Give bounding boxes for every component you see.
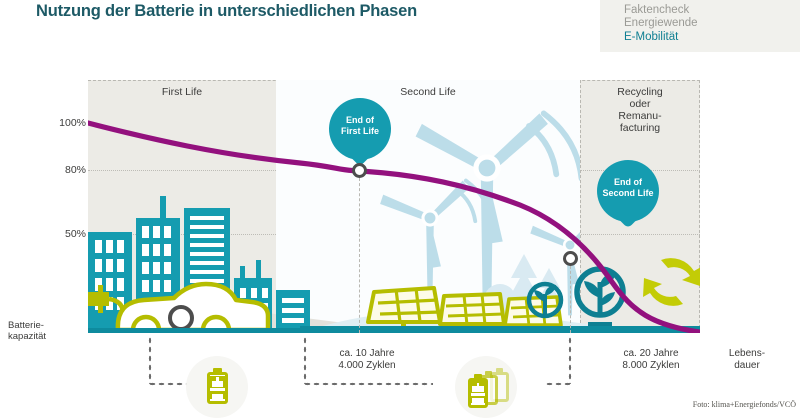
pin-end-of-first-life[interactable]: End of First Life <box>329 98 391 172</box>
pin-bulb <box>597 160 659 222</box>
data-point-end-second-life[interactable] <box>563 251 578 266</box>
minus-horizontal <box>472 398 484 405</box>
dropline-second-life <box>570 266 571 333</box>
x-note-20-line-2: 8.000 Zyklen <box>622 360 680 371</box>
y-caption-line-2: kapazität <box>8 331 47 342</box>
y-axis-caption: Batterie- kapazität <box>8 320 82 342</box>
battery-cap <box>213 368 222 373</box>
x-lifetime-line-2: dauer <box>734 360 760 371</box>
x-note-10-line-2: 4.000 Zyklen <box>338 360 396 371</box>
leader-line-car-horizontal <box>148 382 190 386</box>
battery-icon-stack[interactable] <box>466 366 514 408</box>
x-note-20-line-1: ca. 20 Jahre <box>623 348 679 359</box>
brand-line-faktencheck: Faktencheck <box>624 4 690 16</box>
gridline-50 <box>88 234 700 235</box>
leader-line-second-horizontal <box>545 382 570 386</box>
page-title: Nutzung der Batterie in unterschiedliche… <box>36 2 417 20</box>
plot-top-border <box>88 80 700 81</box>
recycling-line-3: Remanu- <box>618 110 662 122</box>
y-axis-label-80: 80% <box>64 164 86 176</box>
x-note-20-years: ca. 20 Jahre 8.000 Zyklen <box>596 348 706 372</box>
x-lifetime-line-1: Lebens- <box>728 348 766 359</box>
battery-icon-single[interactable] <box>207 368 228 404</box>
dropline-first-life <box>359 178 360 333</box>
pin-bulb <box>329 98 391 160</box>
leader-line-second-vertical <box>568 336 572 384</box>
pin-label: End of First Life <box>329 115 391 137</box>
region-label-first-life: First Life <box>161 86 203 98</box>
region-second-life <box>276 80 580 333</box>
region-label-recycling: Recycling oder Remanu- facturing <box>580 86 700 134</box>
recycling-line-1: Recycling <box>617 86 663 98</box>
x-note-10-years: ca. 10 Jahre 4.000 Zyklen <box>312 348 422 372</box>
battery-cap <box>484 371 493 376</box>
recycling-line-2: oder <box>629 98 651 110</box>
leader-line-car-vertical <box>148 336 152 384</box>
brand-line-energiewende: Energiewende <box>624 17 698 29</box>
battery-cap <box>474 374 482 379</box>
pin2-line-2: Second Life <box>602 188 654 198</box>
recycling-line-4: facturing <box>619 122 661 134</box>
y-axis-label-50: 50% <box>64 228 86 240</box>
minus-horizontal <box>211 393 224 400</box>
leader-line-first-vertical <box>303 336 307 384</box>
leader-line-first-horizontal <box>303 382 433 386</box>
plus-vertical <box>216 377 219 387</box>
data-point-end-first-life[interactable] <box>352 163 367 178</box>
x-note-10-line-1: ca. 10 Jahre <box>339 348 395 359</box>
pin1-line-1: End of <box>346 115 374 125</box>
battery-icon-stack-front <box>468 374 488 408</box>
region-first-life <box>88 80 276 333</box>
y-caption-line-1: Batterie- <box>8 320 44 331</box>
pin1-line-2: First Life <box>340 126 379 136</box>
plus-vertical <box>476 382 480 392</box>
pin-label: End of Second Life <box>597 177 659 199</box>
pin2-line-1: End of <box>614 177 642 187</box>
y-axis-label-100: 100% <box>59 117 86 129</box>
x-axis-label-lifetime: Lebens- dauer <box>700 348 794 372</box>
divider-first-second <box>276 80 277 333</box>
photo-credit: Foto: klima+Energiefonds/VCÖ <box>692 400 796 409</box>
battery-cap <box>495 368 504 373</box>
brand-line-emobilitaet: E-Mobilität <box>624 31 679 43</box>
pin-end-of-second-life[interactable]: End of Second Life <box>597 160 659 234</box>
region-label-second-life: Second Life <box>400 86 456 98</box>
brand-badge: Faktencheck Energiewende E-Mobilität <box>600 0 800 52</box>
